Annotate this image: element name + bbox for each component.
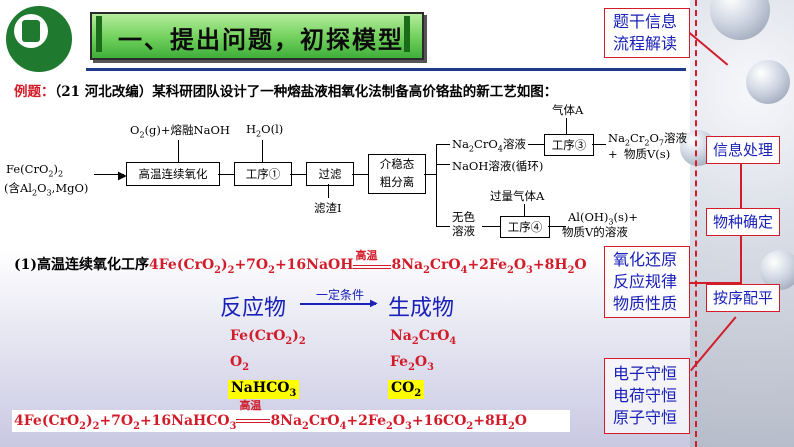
flow-arrow bbox=[482, 226, 500, 227]
info-box-stem: 题干信息 流程解读 bbox=[604, 8, 690, 58]
molecule-ball bbox=[760, 250, 794, 290]
connector-line bbox=[740, 162, 742, 210]
flow-arrow bbox=[328, 184, 329, 198]
page-title: 一、提出问题，初探模型 bbox=[118, 25, 404, 54]
molecule-ball bbox=[746, 60, 790, 104]
flow-arrow bbox=[290, 174, 306, 175]
title-banner-right-edge bbox=[404, 16, 410, 52]
info-box-conservation: 电子守恒 电荷守恒 原子守恒 bbox=[604, 358, 690, 434]
step-filtration: 过滤 bbox=[306, 162, 354, 186]
flow-arrow bbox=[94, 174, 124, 175]
info-box-line: 题干信息 bbox=[613, 12, 678, 31]
example-text: （21 河北改编）某科研团队设计了一种熔盐液相氧化法制备高价铬盐的新工艺如图： bbox=[54, 84, 558, 100]
process-flowchart: Fe(CrO2)2 (含Al2O3,MgO) ▶ O2(g)+熔融NaOH 高温… bbox=[0, 100, 690, 250]
balance-in-order-button[interactable]: 按序配平 bbox=[706, 284, 780, 312]
step-coarse-separation: 介稳态粗分离 bbox=[368, 154, 426, 194]
flow-residue: 滤渣I bbox=[314, 201, 342, 215]
connector-line bbox=[740, 234, 742, 284]
flow-colorless-solution: 无色溶液 bbox=[452, 210, 475, 238]
model-arrow bbox=[300, 303, 376, 305]
model-arrowhead: ▶ bbox=[370, 298, 378, 309]
reactant-iron-chromite: Fe(CrO2)2 bbox=[230, 328, 306, 347]
flow-arrow bbox=[352, 174, 368, 175]
info-box-line: 氧化还原 bbox=[613, 250, 678, 269]
title-banner-left-edge bbox=[96, 16, 102, 52]
header-divider bbox=[86, 68, 686, 71]
molecule-ball bbox=[710, 0, 770, 40]
question-equation-left: 4Fe(CrO2)2+7O2+16NaOH bbox=[149, 257, 354, 276]
info-box-line: 反应规律 bbox=[613, 272, 678, 291]
step-process-4: 工序④ bbox=[500, 216, 550, 238]
school-logo-emblem bbox=[22, 20, 40, 42]
example-label: 例题： bbox=[14, 84, 55, 100]
flow-arrow bbox=[528, 144, 544, 145]
reactant-oxygen: O2 bbox=[230, 354, 250, 373]
species-determination-button[interactable]: 物种确定 bbox=[706, 208, 780, 236]
flow-arrow bbox=[436, 226, 450, 227]
flow-impurity: (含Al2O3,MgO) bbox=[4, 181, 89, 198]
question-equation-right: 8Na2CrO4+2Fe2O3+8H2O bbox=[391, 257, 587, 276]
flow-raw-material: Fe(CrO2)2 bbox=[6, 162, 64, 179]
flow-arrow bbox=[566, 118, 567, 134]
info-box-line: 电荷守恒 bbox=[613, 386, 678, 405]
flow-arrow bbox=[524, 204, 525, 218]
step-process-3: 工序③ bbox=[544, 134, 594, 156]
title-banner bbox=[90, 12, 424, 60]
reactants-label: 反应物 bbox=[220, 296, 287, 321]
flow-branch-sodium-chromate: Na2CrO4溶液 bbox=[452, 137, 526, 154]
flow-arrow bbox=[262, 140, 263, 162]
final-condition-equals: 高温 bbox=[236, 400, 271, 432]
info-box-line: 物质性质 bbox=[613, 294, 678, 313]
reaction-condition-equals: 高温 bbox=[353, 249, 392, 269]
product-iron-oxide: Fe2O3 bbox=[390, 354, 434, 373]
flow-excess-gas: 过量气体A bbox=[490, 189, 545, 203]
example-line: 例题：（21 河北改编）某科研团队设计了一种熔盐液相氧化法制备高价铬盐的新工艺如… bbox=[14, 80, 557, 100]
flow-product-v-solution: 物质V的溶液 bbox=[562, 225, 628, 239]
flow-arrow bbox=[178, 140, 179, 162]
flow-arrow bbox=[548, 226, 566, 227]
flow-product-v: 物质V(s) bbox=[624, 147, 671, 161]
dashed-divider bbox=[695, 0, 697, 447]
info-box-line: 原子守恒 bbox=[613, 408, 678, 427]
flow-arrow bbox=[436, 164, 450, 165]
info-box-line: 电子守恒 bbox=[613, 364, 678, 383]
product-sodium-chromate: Na2CrO4 bbox=[390, 328, 457, 347]
step-process-1: 工序① bbox=[234, 162, 292, 186]
model-condition: 一定条件 bbox=[315, 288, 364, 302]
flow-product-aluminum-hydroxide: Al(OH)3(s)+ bbox=[568, 210, 639, 227]
flow-input-oxygen: O2(g)+熔融NaOH bbox=[130, 123, 230, 140]
flow-arrow bbox=[424, 174, 436, 175]
flow-arrow bbox=[436, 144, 450, 145]
product-carbon-dioxide: CO2 bbox=[388, 380, 425, 399]
flow-branch-naoh: NaOH溶液(循环) bbox=[452, 159, 544, 173]
question-prefix: (1)高温连续氧化工序 bbox=[14, 257, 149, 273]
info-processing-button[interactable]: 信息处理 bbox=[706, 136, 780, 164]
connector-line bbox=[690, 282, 740, 284]
flow-input-water: H2O(l) bbox=[246, 122, 284, 139]
info-box-line: 流程解读 bbox=[613, 34, 678, 53]
arrowhead: ▶ bbox=[118, 168, 127, 182]
flow-gas-a: 气体A bbox=[552, 103, 584, 117]
step-high-temp-oxidation: 高温连续氧化 bbox=[126, 162, 220, 186]
flow-arrow bbox=[218, 174, 234, 175]
flow-product-dichromate: Na2Cr2O7溶液+ bbox=[608, 131, 688, 162]
flow-arrow bbox=[592, 144, 606, 145]
reactant-sodium-bicarbonate: NaHCO3 bbox=[228, 380, 300, 399]
products-label: 生成物 bbox=[388, 296, 455, 321]
info-box-rules: 氧化还原 反应规律 物质性质 bbox=[604, 246, 690, 318]
flow-branch-line bbox=[436, 144, 437, 226]
